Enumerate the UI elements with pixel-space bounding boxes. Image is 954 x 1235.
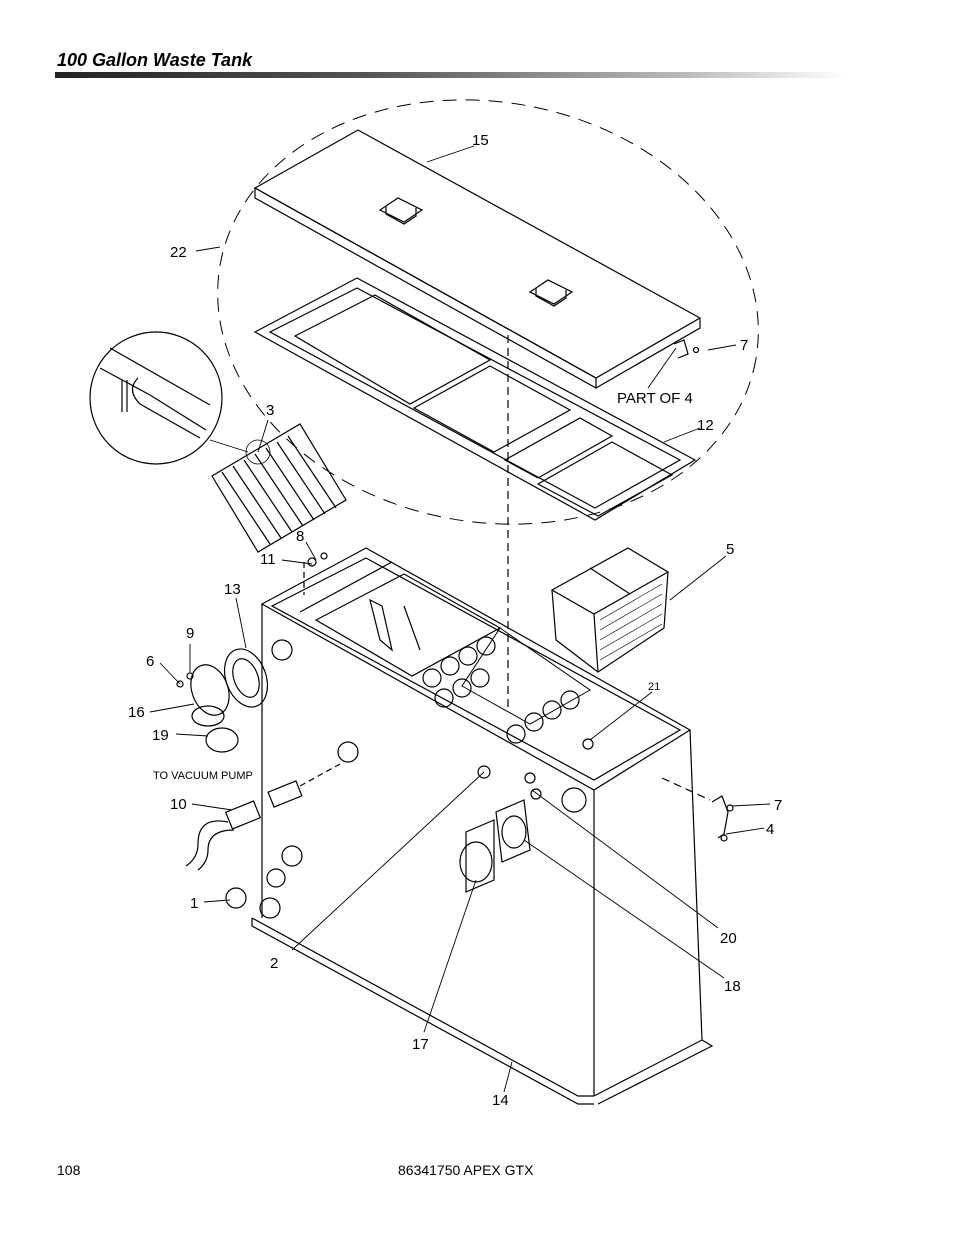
callout-11: 11	[260, 551, 276, 568]
callout-9: 9	[186, 625, 194, 642]
callout-14: 14	[492, 1092, 509, 1109]
coupling-1	[225, 887, 247, 909]
washer-11	[307, 557, 317, 567]
callout-8: 8	[296, 528, 304, 545]
title-rule	[55, 72, 845, 78]
elbow-fitting	[176, 648, 269, 753]
document-id: 86341750 APEX GTX	[398, 1162, 534, 1178]
tank-body	[251, 547, 714, 1105]
side-bracket	[711, 795, 734, 842]
fitting-21	[582, 738, 594, 750]
callout-1: 1	[190, 895, 198, 912]
callout-5: 5	[726, 541, 734, 558]
callout-17: 17	[412, 1036, 429, 1053]
callout-6: 6	[146, 653, 154, 670]
part-of-4-note: PART OF 4	[617, 390, 693, 407]
callout-4: 4	[766, 821, 774, 838]
lid-hinge	[673, 339, 700, 359]
fitting-20	[477, 765, 542, 800]
page-title: 100 Gallon Waste Tank	[57, 50, 253, 70]
callout-22: 22	[170, 244, 187, 261]
callout-21: 21	[648, 681, 660, 693]
callout-20: 20	[720, 930, 737, 947]
callout-13: 13	[224, 581, 241, 598]
lid	[253, 129, 702, 390]
callout-7-top: 7	[740, 337, 748, 354]
callout-15: 15	[472, 132, 489, 149]
lid-handle-2	[528, 279, 574, 307]
callout-18: 18	[724, 978, 741, 995]
callout-7-side: 7	[774, 797, 782, 814]
lid-handle-1	[378, 197, 424, 225]
screw-8	[320, 552, 328, 560]
callout-19: 19	[152, 727, 169, 744]
coupling-upper	[337, 741, 359, 763]
callout-12: 12	[697, 417, 714, 434]
screen-panel	[211, 423, 347, 553]
callout-2: 2	[270, 955, 278, 972]
basket	[550, 547, 670, 673]
plate-fitting-17	[459, 799, 531, 893]
callout-16: 16	[128, 704, 145, 721]
lid-group-dashed-ellipse	[217, 99, 759, 525]
to-vacuum-pump-note: TO VACUUM PUMP	[153, 770, 253, 782]
hose-fitting	[185, 763, 341, 871]
detail-magnifier	[89, 331, 249, 465]
page-number: 108	[57, 1162, 81, 1178]
coupling-middle	[281, 845, 303, 867]
callout-10: 10	[170, 796, 187, 813]
gasket-frame	[253, 277, 697, 521]
callout-3: 3	[266, 402, 274, 419]
